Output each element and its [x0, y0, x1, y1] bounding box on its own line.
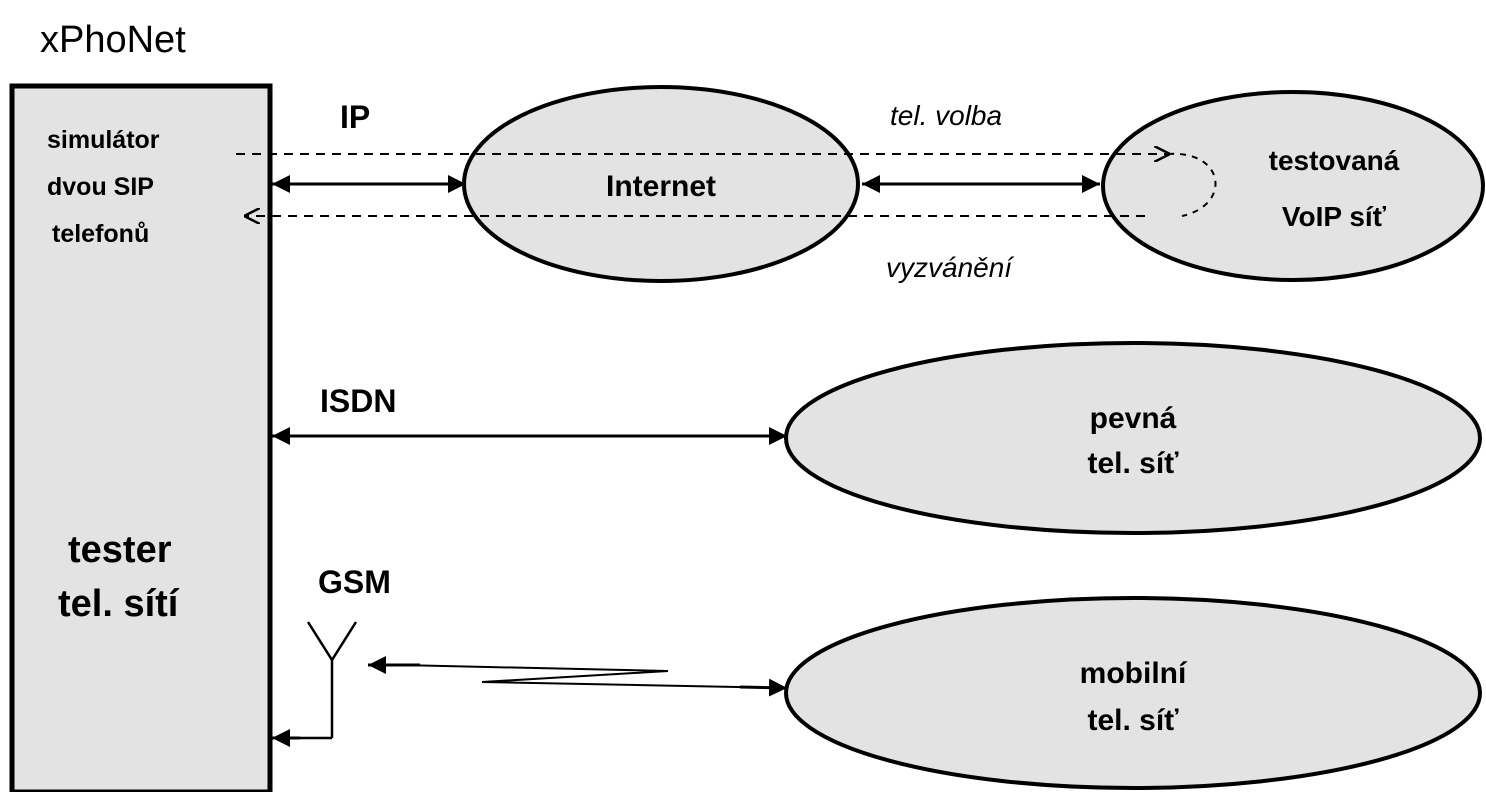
gsm-arrow-to-mobile [739, 678, 788, 697]
simulator-line-1: simulátor [47, 126, 160, 154]
ringing-label: vyzvánění [886, 252, 1015, 283]
mobile-network-ellipse [784, 596, 1482, 790]
isdn-label: ISDN [320, 383, 396, 419]
fixed-network-ellipse [784, 341, 1482, 535]
ip-label: IP [340, 99, 370, 135]
tester-box [9, 83, 273, 792]
antenna-icon [300, 621, 358, 740]
fixed-label-2: tel. síť [1087, 447, 1179, 480]
tester-line-2: tel. sítí [58, 583, 180, 625]
gsm-radio-link [399, 664, 788, 689]
tester-line-1: tester [68, 529, 172, 571]
mobile-label-1: mobilní [1080, 657, 1188, 690]
dialing-label: tel. volba [890, 100, 1002, 131]
fixed-label-1: pevná [1090, 402, 1177, 435]
voip-network-ellipse [1101, 90, 1485, 282]
gsm-label: GSM [318, 564, 391, 600]
mobile-label-2: tel. síť [1087, 704, 1179, 737]
diagram-title: xPhoNet [40, 19, 186, 61]
simulator-line-2: dvou SIP [47, 173, 154, 201]
voip-label-2: VoIP síť [1282, 201, 1387, 232]
voip-loop-path [1167, 152, 1217, 217]
simulator-line-3: telefonů [52, 220, 149, 248]
voip-label-1: testovaná [1269, 145, 1400, 176]
internet-label: Internet [606, 170, 716, 203]
